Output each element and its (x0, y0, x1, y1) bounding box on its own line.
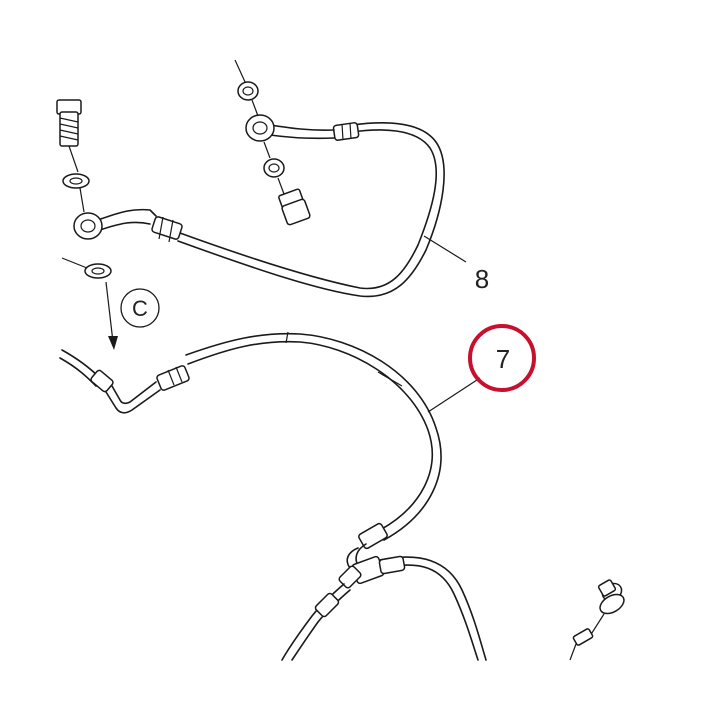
callout-c-label: C (132, 296, 148, 321)
sealing-washer-right-upper[interactable] (237, 81, 259, 101)
banjo-fitting-right[interactable] (245, 114, 275, 142)
sealing-washer-left-upper[interactable] (62, 173, 90, 189)
callout-7[interactable]: 7 (427, 324, 536, 413)
brake-hose-8[interactable] (97, 121, 445, 298)
callout-7-label: 7 (496, 344, 510, 374)
callout-8-label: 8 (475, 264, 489, 294)
direction-arrow-c: C (105, 281, 160, 350)
callout-8[interactable]: 8 (423, 235, 489, 294)
fitting-bottom-right[interactable] (569, 579, 627, 661)
sealing-washer-right-lower[interactable] (263, 158, 285, 178)
banjo-bolt-left[interactable] (56, 99, 82, 173)
banjo-fitting-left[interactable] (73, 212, 103, 240)
highlight-circle (468, 324, 536, 392)
sealing-washer-left-lower[interactable] (84, 263, 112, 279)
banjo-bolt-right[interactable] (278, 188, 311, 226)
brake-hose-7[interactable] (59, 331, 487, 661)
